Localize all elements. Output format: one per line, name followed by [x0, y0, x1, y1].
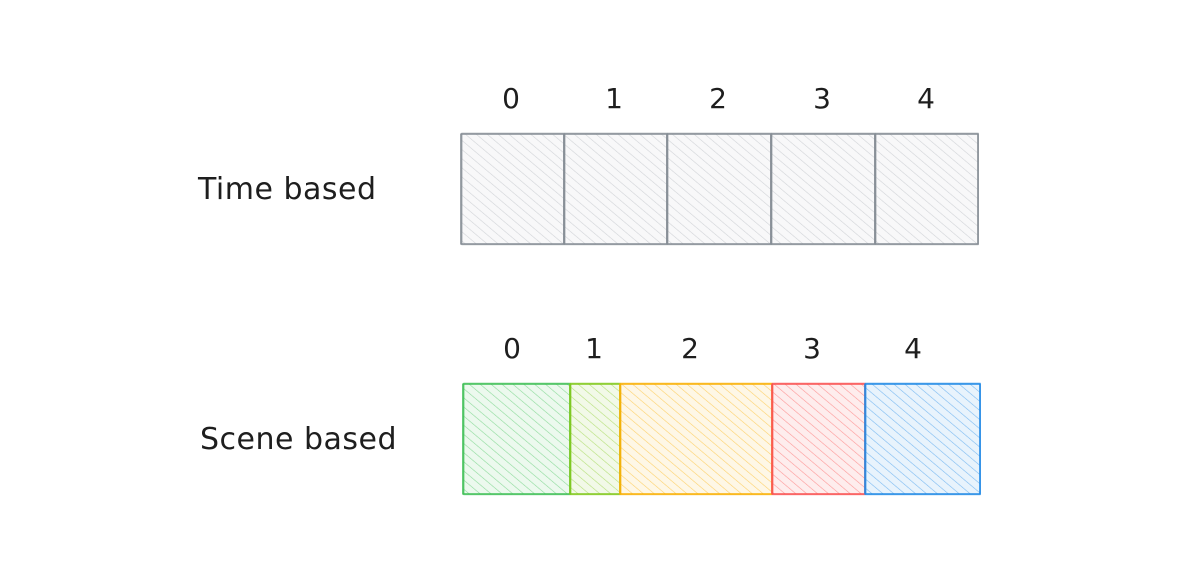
segment-outline-sketch [874, 132, 979, 246]
time-segment-index-1: 1 [605, 82, 623, 115]
time-segment-3 [770, 132, 876, 246]
scene-based-label: Scene based [200, 422, 397, 457]
segment-hatch [620, 384, 772, 494]
time-segment-index-4: 4 [917, 82, 935, 115]
segment-hatch [463, 384, 570, 494]
time-segment-4 [874, 132, 979, 246]
scene-segment-index-3: 3 [803, 332, 821, 365]
scene-segment-0 [462, 382, 571, 496]
segment-outline-sketch [864, 382, 981, 496]
scene-segment-index-0: 0 [503, 332, 521, 365]
time-based-row: Time based 0 1 2 3 4 [197, 82, 979, 246]
time-segment-index-2: 2 [709, 82, 727, 115]
time-segment-index-3: 3 [813, 82, 831, 115]
scene-segment-2 [619, 382, 773, 496]
scene-segment-3 [771, 382, 866, 496]
scene-segment-4 [864, 382, 981, 496]
segment-hatch [772, 384, 865, 494]
scene-segment-index-2: 2 [681, 332, 699, 365]
segment-hatch [564, 134, 667, 244]
time-segment-2 [666, 132, 772, 246]
time-segment-0 [460, 132, 565, 246]
segment-hatch [875, 134, 978, 244]
time-segment-index-0: 0 [502, 82, 520, 115]
scene-segment-index-1: 1 [585, 332, 603, 365]
segment-hatch [771, 134, 875, 244]
segment-hatch [461, 134, 564, 244]
segment-hatch [570, 384, 620, 494]
segment-hatch [667, 134, 771, 244]
scene-segment-1 [569, 382, 621, 496]
time-segment-1 [563, 132, 668, 246]
time-based-label: Time based [197, 172, 377, 207]
scene-based-row: Scene based 0 1 2 3 4 [200, 332, 981, 496]
scene-segment-index-4: 4 [904, 332, 922, 365]
segment-hatch [865, 384, 980, 494]
